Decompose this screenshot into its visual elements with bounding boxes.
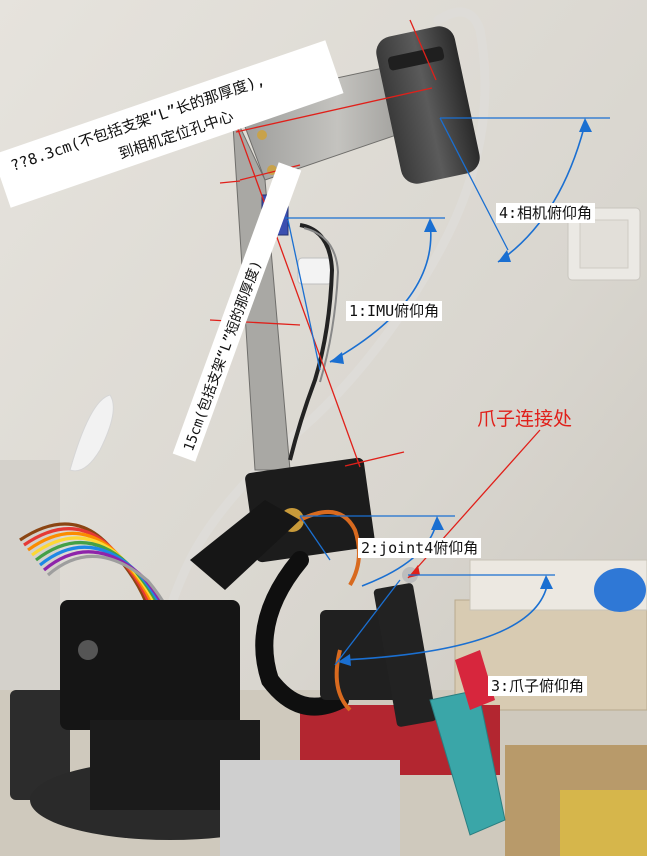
camera-pitch-label: 4:相机俯仰角 — [496, 203, 596, 223]
dark-speaker — [10, 690, 70, 800]
cable-chain — [255, 551, 349, 716]
gripper-pitch-label: 3:爪子俯仰角 — [488, 676, 588, 696]
blue-object — [594, 568, 646, 612]
servo-gripper — [320, 610, 400, 712]
robot-arm-base — [30, 600, 400, 856]
joint4-pitch-label: 2:joint4俯仰角 — [358, 538, 482, 558]
arm-link — [190, 500, 300, 590]
blue-arrowheads — [330, 118, 592, 666]
gripper-joint-label: 爪子连接处 — [477, 408, 573, 430]
imu-pitch-label: 1:IMU俯仰角 — [346, 301, 443, 321]
imu-wires — [288, 223, 335, 461]
blue-reference-lines — [285, 117, 610, 666]
desk-lamp — [69, 394, 114, 472]
white-cable — [145, 7, 490, 705]
drawer-left — [0, 460, 60, 690]
